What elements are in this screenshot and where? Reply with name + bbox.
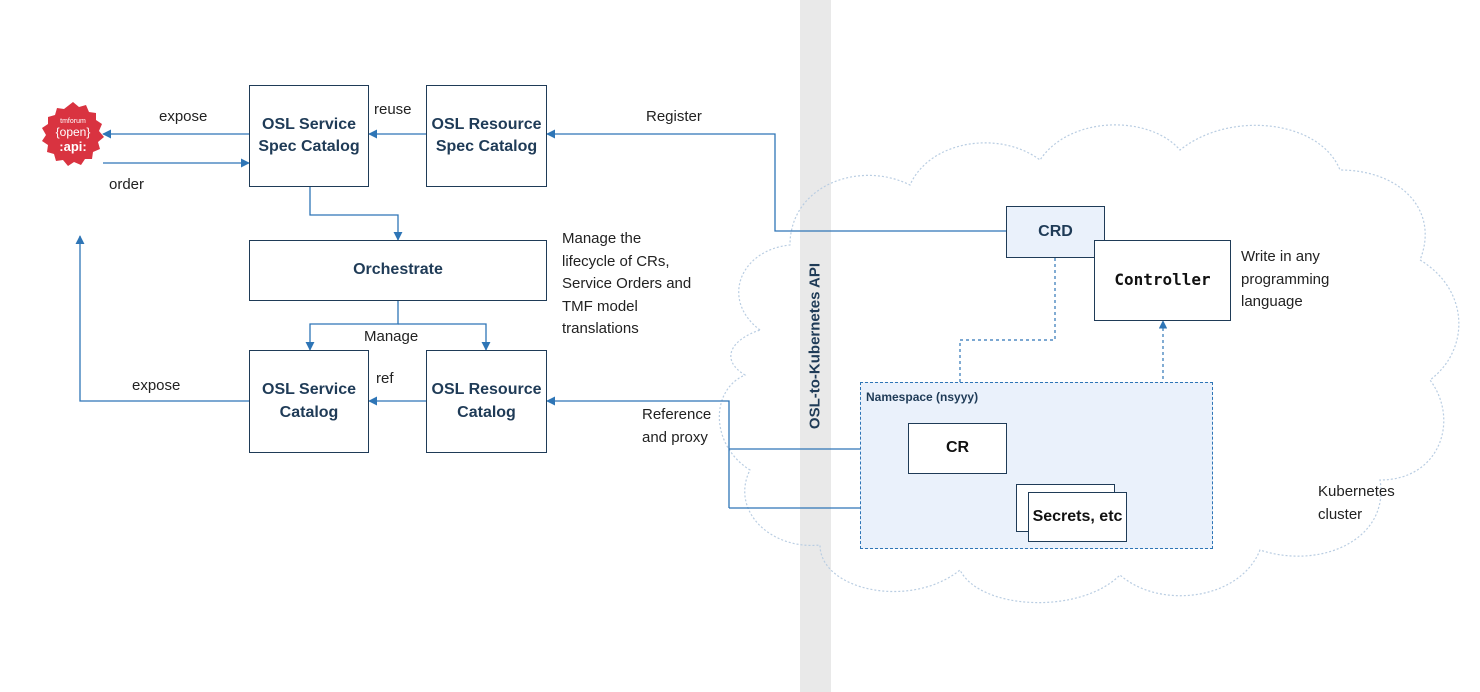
manage-label: Manage xyxy=(364,328,419,345)
reuse-label: reuse xyxy=(374,101,412,118)
manage-lifecycle-note: Manage the lifecycle of CRs, Service Ord… xyxy=(562,230,692,337)
api-boundary-bar xyxy=(800,0,831,692)
osl-resource-catalog-box: OSL Resource Catalog xyxy=(426,350,547,453)
osl-service-catalog-box: OSL Service Catalog xyxy=(249,350,369,453)
kubernetes-cloud xyxy=(718,124,1460,604)
osl-resource-spec-catalog-box: OSL Resource Spec Catalog xyxy=(426,85,547,187)
expose-bottom-label: expose xyxy=(132,377,181,394)
kubernetes-cluster-label: Kubernetes cluster xyxy=(1318,483,1395,523)
tmforum-open-api-logo: tmforum {open} :api: xyxy=(42,102,104,166)
crd-box: CRD xyxy=(1006,206,1105,258)
logo-line-2: {open} xyxy=(56,125,91,139)
api-boundary-label: OSL-to-Kubernetes API xyxy=(806,262,824,430)
namespace-label: Namespace (nsyyy) xyxy=(866,390,979,404)
reference-proxy-label: Reference and proxy xyxy=(642,406,712,446)
orchestrate-box: Orchestrate xyxy=(249,240,547,301)
register-label: Register xyxy=(646,108,702,125)
ref-label: ref xyxy=(376,370,394,387)
logo-line-1: tmforum xyxy=(60,118,86,125)
expose-top-label: expose xyxy=(159,108,208,125)
controller-box: Controller xyxy=(1094,240,1231,321)
logo-line-3: :api: xyxy=(59,139,86,154)
secrets-box: Secrets, etc xyxy=(1028,492,1127,542)
write-any-language-note: Write in any programming language xyxy=(1241,248,1330,310)
cr-box: CR xyxy=(908,423,1007,474)
osl-service-spec-catalog-box: OSL Service Spec Catalog xyxy=(249,85,369,187)
order-label: order xyxy=(109,176,145,193)
